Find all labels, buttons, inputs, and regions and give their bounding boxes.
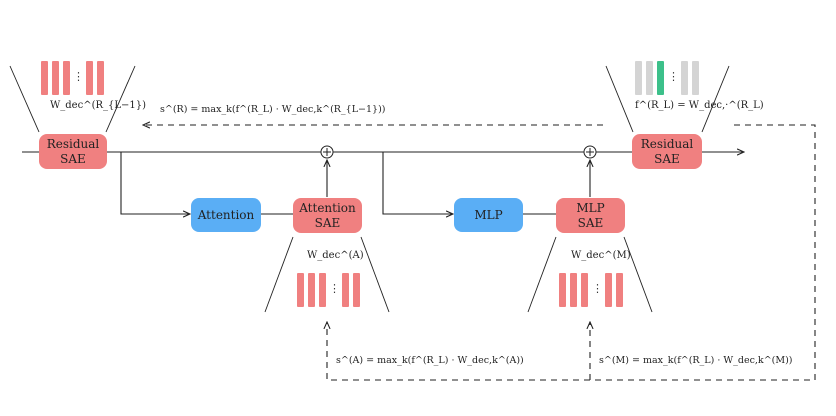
mlp-branch-line (382, 152, 453, 214)
attention-box: Attention (191, 198, 261, 232)
residual-out-decoder-funnel (605, 65, 730, 133)
residual-sae-input-box: Residual SAE (39, 134, 107, 169)
feature-bar (86, 61, 93, 95)
feature-bar (63, 61, 70, 95)
feature-bar (692, 61, 699, 95)
ellipsis: ⋮ (329, 282, 340, 295)
feature-bar (605, 273, 612, 307)
attention-decoder-label: W_dec^(A) (307, 250, 364, 261)
mlp-score-formula: s^(M) = max_k(f^(R_L) · W_dec,k^(M)) (599, 355, 793, 366)
mlp-adder (583, 145, 597, 159)
feature-bar (559, 273, 566, 307)
ellipsis: ⋮ (73, 70, 84, 83)
mlp-sae-box: MLP SAE (556, 198, 625, 233)
feature-bar (581, 273, 588, 307)
residual-in-decoder-funnel (9, 65, 136, 133)
feature-bar (308, 273, 315, 307)
feature-bar (681, 61, 688, 95)
feature-bar (97, 61, 104, 95)
residual-out-decoder-label: f^(R_L) = W_dec,·^(R_L) (635, 100, 764, 111)
feature-bar (635, 61, 642, 95)
ellipsis: ⋮ (592, 282, 603, 295)
feature-bar (297, 273, 304, 307)
mlp-decoder-funnel (527, 236, 653, 313)
attention-decoder-funnel (264, 236, 390, 313)
feature-bar (570, 273, 577, 307)
dashed-feedback-lines (143, 125, 816, 381)
feature-bar (319, 273, 326, 307)
residual-score-formula: s^(R) = max_k(f^(R_L) · W_dec,k^(R_{L−1}… (160, 104, 386, 115)
mlp-box: MLP (454, 198, 523, 232)
attention-sae-box: Attention SAE (293, 198, 362, 233)
attention-adder (320, 145, 334, 159)
attention-score-formula: s^(A) = max_k(f^(R_L) · W_dec,k^(A)) (336, 355, 524, 366)
feature-bar (616, 273, 623, 307)
feature-bar (646, 61, 653, 95)
active-feature-bar (657, 61, 664, 95)
feature-bar (52, 61, 59, 95)
residual-sae-output-box: Residual SAE (632, 134, 702, 169)
feature-bar (41, 61, 48, 95)
residual-in-decoder-label: W_dec^(R_{L−1}) (50, 100, 147, 111)
feature-bar (353, 273, 360, 307)
feature-bar (342, 273, 349, 307)
ellipsis: ⋮ (668, 70, 679, 83)
attention-branch-line (120, 152, 190, 214)
mlp-decoder-label: W_dec^(M) (571, 250, 631, 261)
